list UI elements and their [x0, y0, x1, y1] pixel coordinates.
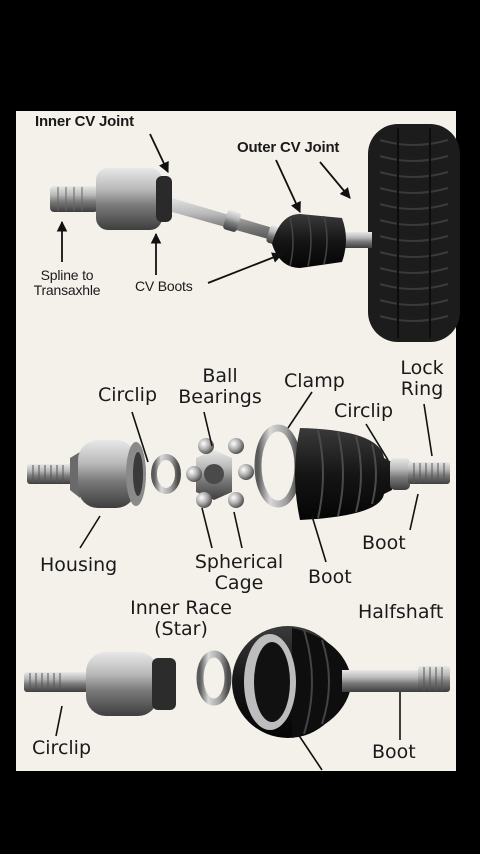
arrow-outer-cv-2 [319, 161, 351, 199]
label-boot-right: Boot [362, 532, 406, 554]
arrow-outer-cv-1 [275, 159, 301, 213]
top-spline-stub [50, 186, 98, 212]
mid-threaded-stub [27, 464, 73, 484]
mid-leader-lines [79, 391, 433, 563]
mid-shaft-end [390, 458, 450, 490]
label-clamp: Clamp [284, 370, 345, 392]
label-inner-race-line1: Inner Race [130, 597, 232, 619]
label-circlip-right: Circlip [334, 400, 394, 422]
label-ball-bearings: Ball Bearings [170, 366, 270, 408]
label-inner-race: Inner Race (Star) [120, 598, 242, 640]
label-lock-ring: Lock Ring [392, 358, 452, 400]
label-spherical-line2: Cage [214, 571, 264, 594]
arrow-inner-cv [149, 133, 169, 173]
label-spherical-cage: Spherical Cage [184, 552, 294, 594]
label-cv-boots: CV Boots [135, 278, 193, 294]
bottom-halfshaft [342, 666, 450, 692]
label-inner-cv-joint: Inner CV Joint [35, 113, 134, 130]
top-outer-boot [272, 214, 346, 268]
label-lock-line2: Ring [400, 377, 444, 400]
label-lock-line1: Lock [400, 357, 444, 379]
label-boot-center: Boot [308, 566, 352, 588]
bottom-threaded-stub [24, 672, 88, 692]
bottom-leader-lines [55, 692, 401, 771]
arrow-cv-boots-2 [207, 252, 284, 284]
label-inner-race-line2: (Star) [154, 617, 208, 640]
label-spline-line1: Spline to [40, 267, 94, 283]
label-circlip-bottom: Circlip [32, 737, 92, 759]
mid-housing [70, 440, 146, 508]
mid-boot [295, 428, 392, 520]
label-spherical-line1: Spherical [194, 551, 284, 573]
top-inner-cv-housing [96, 168, 172, 230]
tire [368, 124, 460, 342]
mid-bearing-cage [186, 438, 254, 508]
bottom-housing [86, 652, 176, 716]
bottom-circlip-ring [196, 650, 232, 706]
mid-clamp-ring [254, 424, 302, 508]
bottom-boot [232, 626, 352, 738]
label-halfshaft: Halfshaft [358, 601, 444, 623]
label-circlip-left: Circlip [98, 384, 158, 406]
label-housing: Housing [40, 554, 118, 576]
mid-circlip-ring [151, 454, 181, 494]
label-outer-cv-joint: Outer CV Joint [237, 139, 340, 156]
label-spline-line2: Transaxhle [33, 282, 101, 299]
label-ball-line2: Bearings [178, 385, 262, 408]
label-boot-bottom: Boot [372, 741, 416, 763]
label-ball-line1: Ball [202, 365, 238, 387]
label-spline-to-transaxle: Spline to Transaxhle [26, 267, 108, 299]
